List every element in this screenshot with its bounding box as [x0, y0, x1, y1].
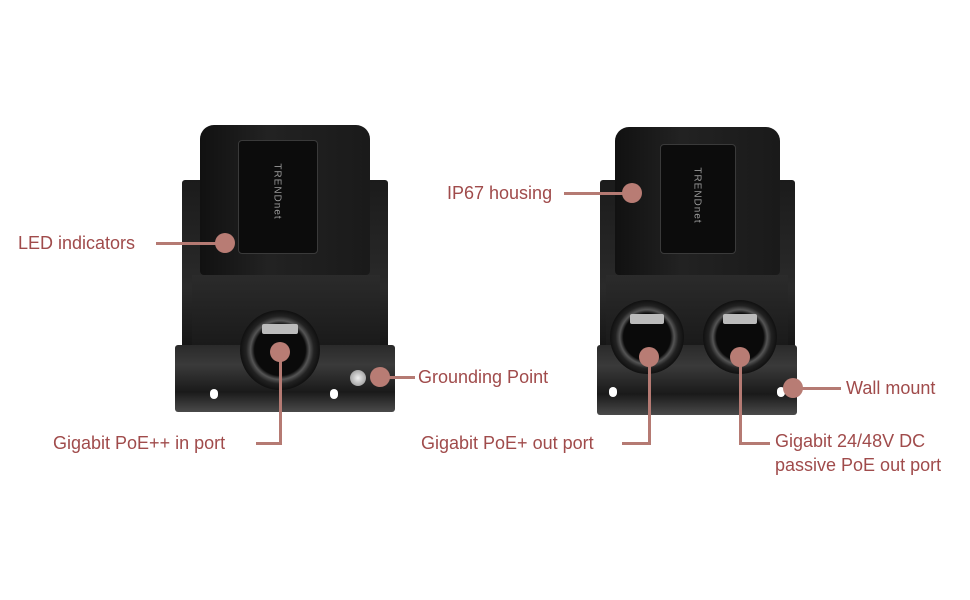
callout-dot [622, 183, 642, 203]
callout-line [622, 442, 651, 445]
callout-line [279, 352, 282, 445]
brand-logo: TRENDnet [691, 167, 703, 224]
mount-hole [210, 389, 218, 399]
callout-line [739, 442, 770, 445]
callout-line [256, 442, 282, 445]
mount-hole [777, 387, 785, 397]
mount-hole [609, 387, 617, 397]
callout-line [739, 357, 742, 445]
label-plate: TRENDnet [660, 144, 736, 254]
callout-label: Wall mount [846, 378, 936, 398]
callout-line [648, 357, 651, 445]
rj45-jack [723, 314, 757, 324]
callout-label: LED indicators [18, 233, 136, 253]
callout-dot [270, 342, 290, 362]
callout-dot [639, 347, 659, 367]
ground-screw [350, 370, 366, 386]
callout-dot [783, 378, 803, 398]
callout-dot [730, 347, 750, 367]
callout-line [564, 192, 632, 195]
callout-label-line1: Gigabit 24/48V DC [775, 431, 926, 451]
callout-label: Gigabit PoE+ out port [421, 433, 594, 453]
housing-top: TRENDnet [200, 125, 370, 275]
callout-label: Gigabit PoE++ in port [53, 433, 226, 453]
brand-logo: TRENDnet [271, 163, 283, 220]
rj45-jack [630, 314, 664, 324]
callout-dot [370, 367, 390, 387]
label-plate: TRENDnet [238, 140, 318, 254]
callout-line [156, 242, 224, 245]
callout-line [380, 376, 415, 379]
callout-dot [215, 233, 235, 253]
callout-label-line2: passive PoE out port [775, 455, 942, 475]
callout-line [793, 387, 841, 390]
housing-top: TRENDnet [615, 127, 780, 275]
callout-label: IP67 housing [447, 183, 553, 203]
rj45-jack [262, 324, 298, 334]
mount-hole [330, 389, 338, 399]
callout-label: Grounding Point [418, 367, 549, 387]
